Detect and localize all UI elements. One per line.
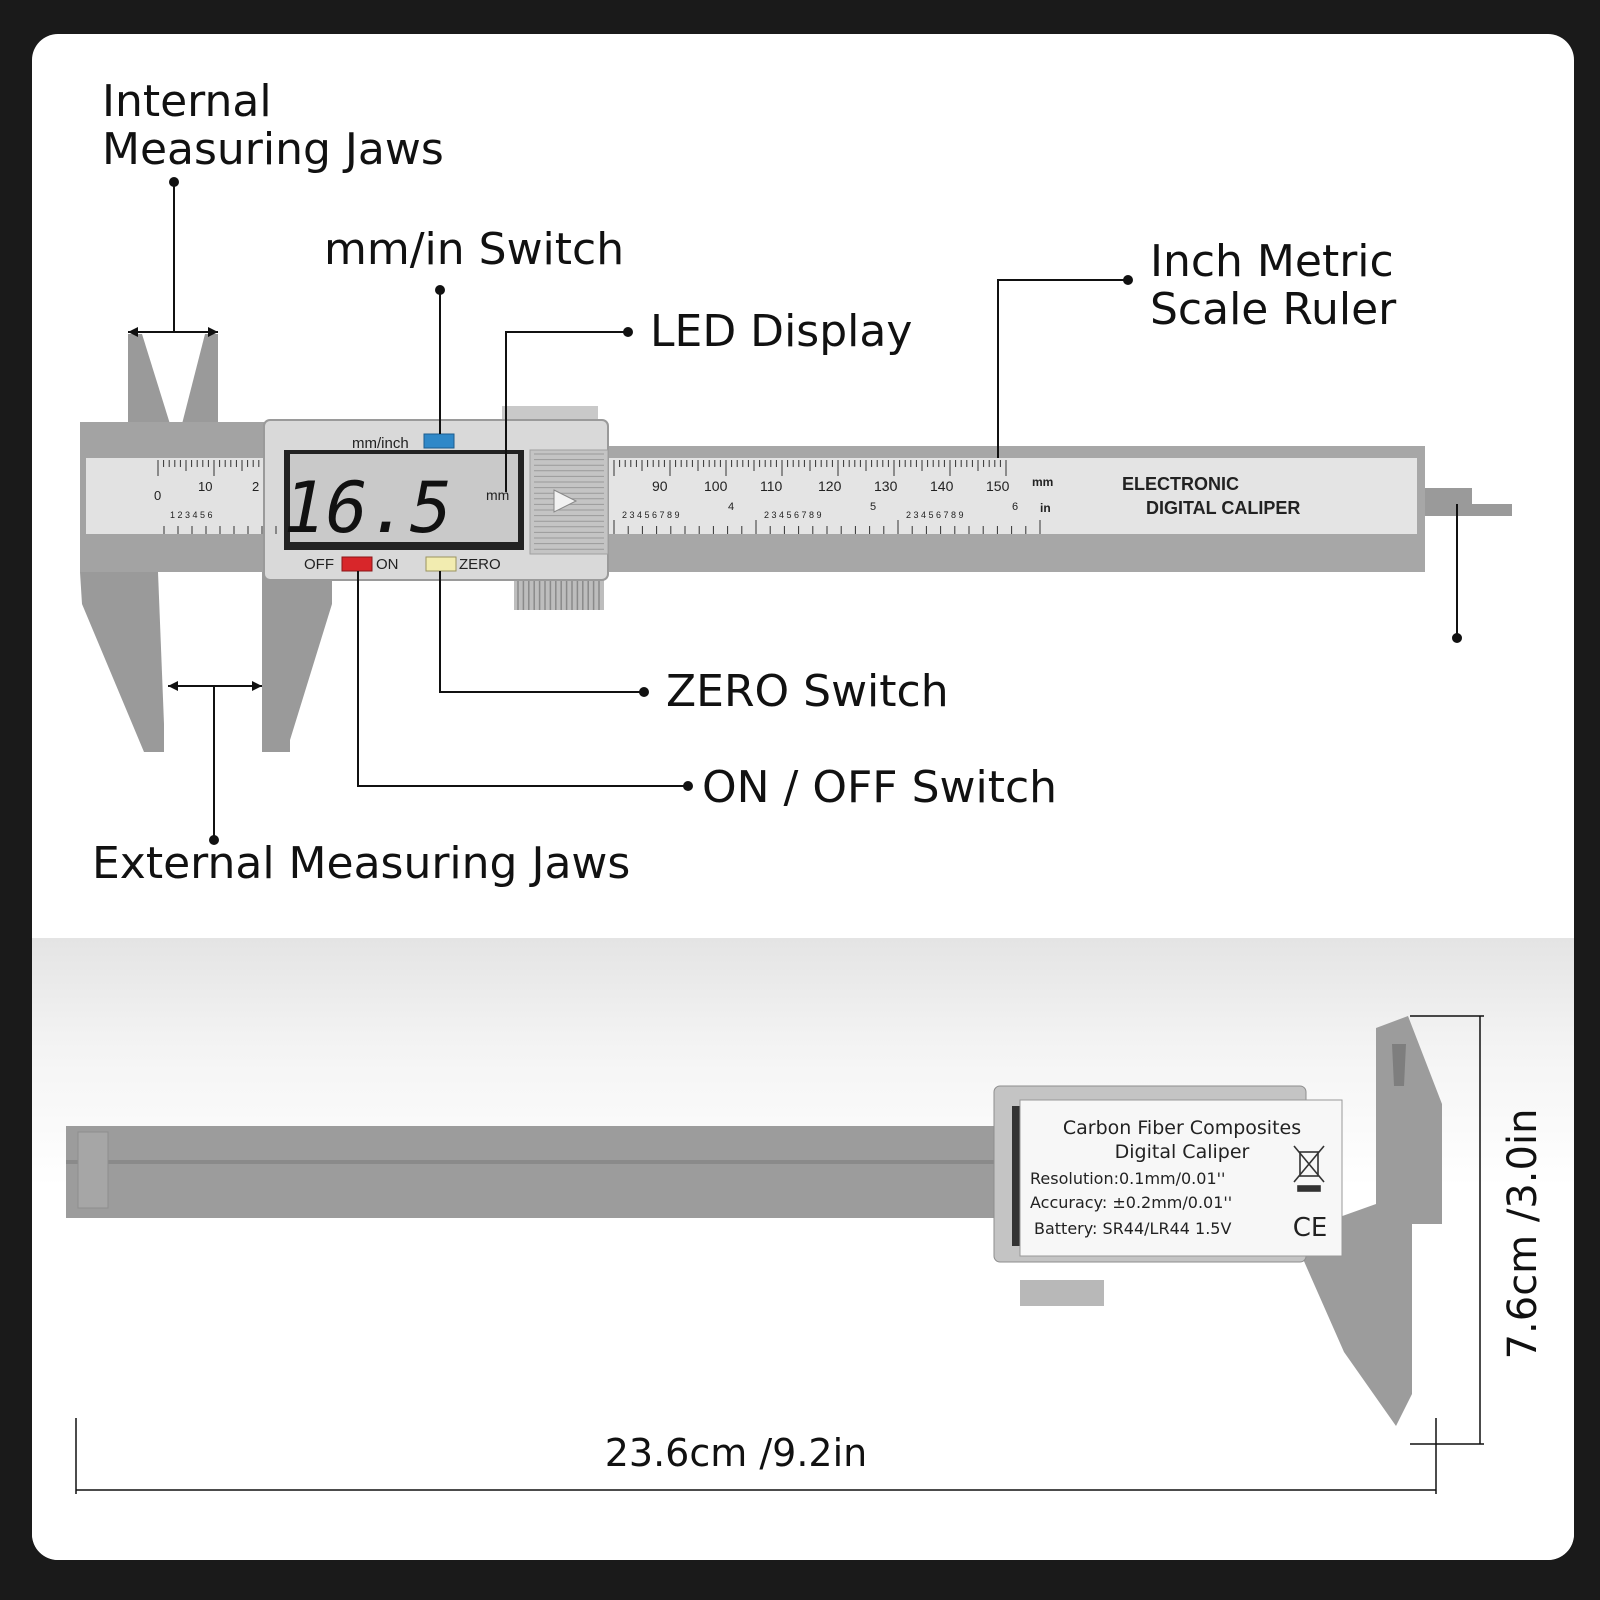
label-internal-jaws-1: Internal: [102, 76, 272, 127]
label-external-jaws: External Measuring Jaws: [92, 838, 630, 889]
on-label: ON: [376, 556, 399, 573]
scale-label-110: 110: [760, 478, 783, 494]
scale-label-130: 130: [874, 478, 898, 494]
weee-bin-icon: [1293, 1145, 1325, 1192]
body-title-line1: ELECTRONIC: [1122, 474, 1239, 494]
on-off-button[interactable]: [341, 556, 373, 572]
spec-plate: [1019, 1099, 1343, 1257]
spec-accuracy: Accuracy: ±0.2mm/0.01'': [1030, 1193, 1232, 1212]
scale-inch-sub-left: 1 2 3 4 5 6: [170, 510, 213, 520]
scale-inch-5: 5: [870, 501, 876, 513]
beam-right-scale-face: [607, 458, 1417, 534]
spec-line1: Carbon Fiber Composites: [1063, 1117, 1301, 1139]
spec-resolution: Resolution:0.1mm/0.01'': [1030, 1169, 1225, 1188]
caliper-diagram: mm/inch 16.5 mm OFF ON ZERO 0 10 2 1 2 3…: [66, 76, 1546, 1494]
depth-rod: [1425, 488, 1512, 516]
label-mm-in-switch: mm/in Switch: [324, 224, 624, 275]
callout-dots: [169, 177, 1462, 845]
scale-label-0: 0: [154, 488, 161, 503]
mm-inch-label: mm/inch: [352, 435, 409, 452]
scale-label-100: 100: [704, 478, 728, 494]
dimension-height: 7.6cm /3.0in: [1500, 1109, 1546, 1360]
label-on-off-switch: ON / OFF Switch: [702, 762, 1057, 813]
back-caliper: [66, 1016, 1442, 1426]
lcd-unit: mm: [486, 487, 509, 503]
label-led-display: LED Display: [650, 306, 912, 357]
scale-in-label: in: [1040, 501, 1051, 515]
spec-battery: Battery: SR44/LR44 1.5V: [1034, 1219, 1231, 1238]
scale-mm-label: mm: [1032, 475, 1053, 489]
sliding-external-jaw: [262, 572, 332, 752]
lcd-value: 16.5: [283, 467, 452, 549]
jaw-arrows: [128, 327, 262, 691]
scale-label-150: 150: [986, 478, 1010, 494]
scale-inch-6: 6: [1012, 501, 1018, 513]
label-inch-metric-1: Inch Metric: [1150, 236, 1394, 287]
scale-label-120: 120: [818, 478, 842, 494]
scale-inch-sub-2: 2 3 4 5 6 7 8 9: [764, 510, 822, 520]
scale-inch-sub-1: 2 3 4 5 6 7 8 9: [622, 510, 680, 520]
body-title-line2: DIGITAL CALIPER: [1146, 498, 1300, 518]
dimension-lines: [75, 1015, 1484, 1494]
scale-inch-4: 4: [728, 501, 734, 513]
arrow-icon: [553, 489, 578, 513]
scale-label-140: 140: [930, 478, 954, 494]
diagram-card: mm/inch 16.5 mm OFF ON ZERO 0 10 2 1 2 3…: [32, 34, 1574, 1560]
callout-lines: [128, 184, 1458, 838]
scale-label-90: 90: [652, 478, 668, 494]
mm-inch-button[interactable]: [423, 433, 455, 449]
label-inch-metric-2: Scale Ruler: [1150, 284, 1397, 335]
fixed-external-jaw: [80, 572, 164, 752]
zero-label: ZERO: [459, 556, 501, 573]
zero-button[interactable]: [425, 556, 457, 572]
label-zero-switch: ZERO Switch: [666, 666, 949, 717]
beam-left-scale-face: [86, 458, 276, 534]
scale-ticks: [157, 460, 1041, 534]
off-label: OFF: [304, 556, 334, 573]
scale-label-20: 2: [252, 479, 259, 494]
scale-inch-sub-3: 2 3 4 5 6 7 8 9: [906, 510, 964, 520]
spec-line2: Digital Caliper: [1115, 1141, 1250, 1163]
lcd-screen: [290, 454, 518, 542]
label-internal-jaws-2: Measuring Jaws: [102, 124, 444, 175]
ce-mark-icon: CE: [1293, 1213, 1328, 1243]
scale-label-10: 10: [198, 479, 212, 494]
dimension-width: 23.6cm /9.2in: [605, 1431, 867, 1475]
